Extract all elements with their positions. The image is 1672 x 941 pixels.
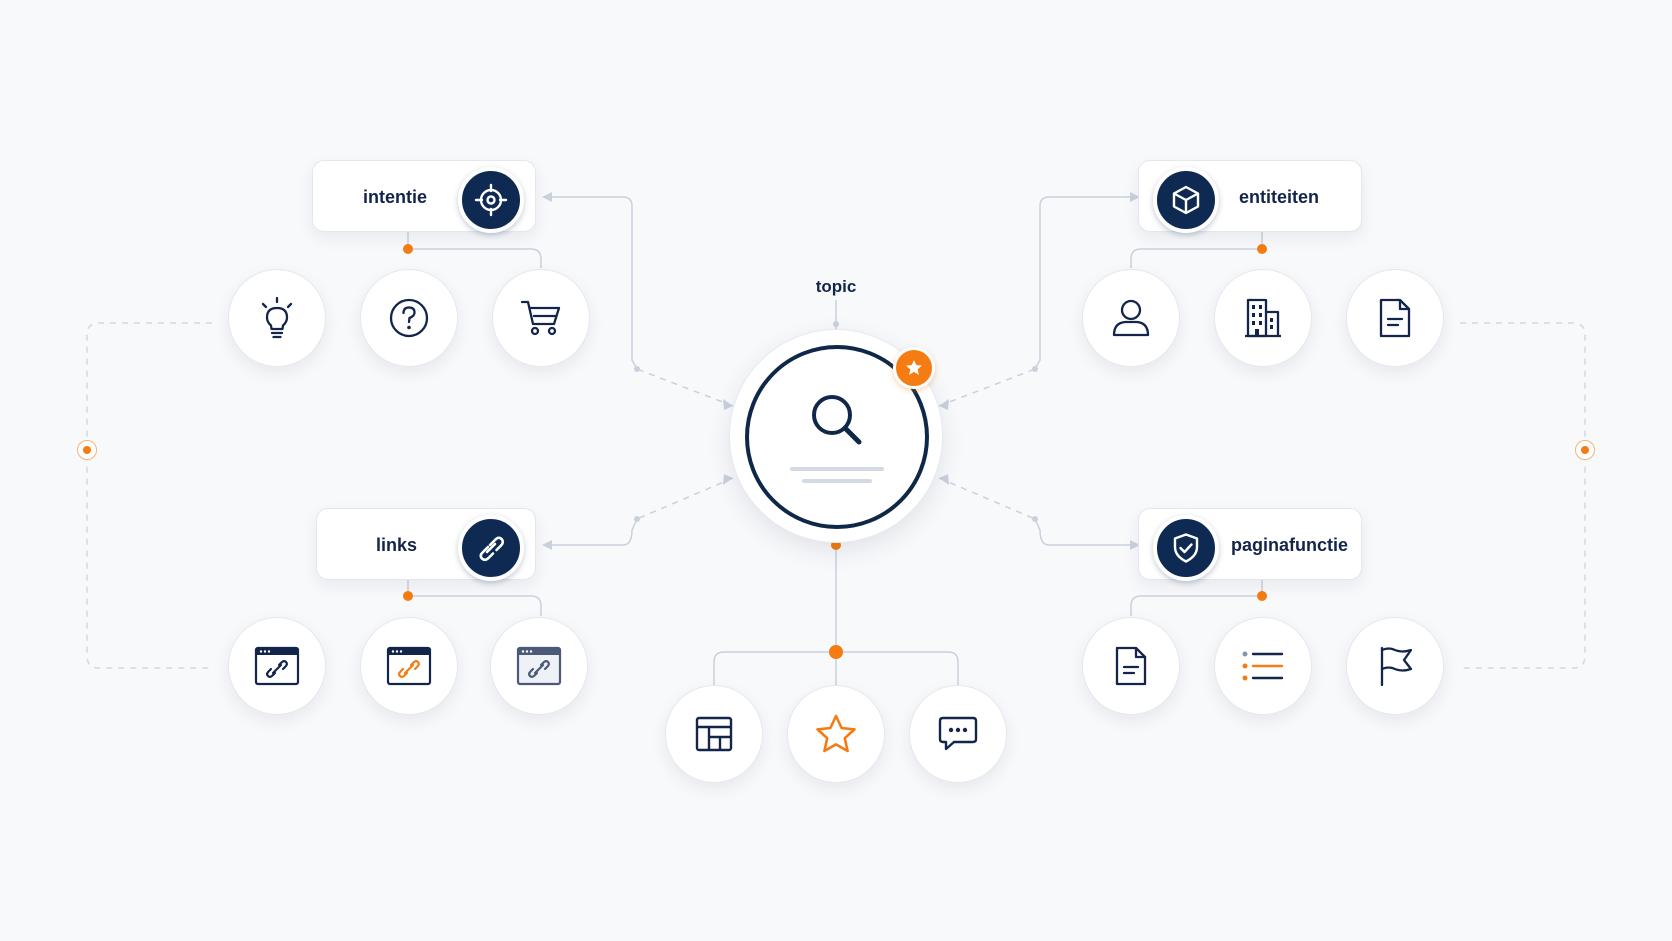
leaf-question[interactable] (360, 269, 458, 367)
browser-link-icon (386, 646, 432, 686)
leaf-list[interactable] (1214, 617, 1312, 715)
link-icon (458, 515, 524, 581)
category-card-links[interactable]: links (316, 508, 536, 581)
leaf-layout[interactable] (665, 685, 763, 783)
leaf-document[interactable] (1346, 269, 1444, 367)
category-card-intentie[interactable]: intentie (312, 160, 536, 233)
star-icon (906, 360, 922, 375)
layout-icon (695, 716, 733, 752)
flag-icon (1380, 646, 1413, 687)
leaf-cart[interactable] (492, 269, 590, 367)
shield-check-icon (1153, 515, 1219, 581)
leaf-organization[interactable] (1214, 269, 1312, 367)
leaf-internal-link[interactable] (228, 617, 326, 715)
category-card-paginafunctie[interactable]: paginafunctie (1138, 508, 1362, 581)
leaf-person[interactable] (1082, 269, 1180, 367)
category-card-entiteiten[interactable]: entiteiten (1138, 160, 1362, 233)
featured-badge (893, 347, 935, 389)
leaf-idea[interactable] (228, 269, 326, 367)
right-bracket-dot (1575, 440, 1595, 460)
shopping-cart-icon (520, 300, 561, 336)
category-label: intentie (363, 187, 428, 207)
leaf-comments[interactable] (909, 685, 1007, 783)
document-icon (1115, 646, 1147, 686)
list-icon (1242, 651, 1284, 681)
category-label: links (376, 535, 418, 555)
browser-link-icon (516, 646, 562, 686)
leaf-featured[interactable] (787, 685, 885, 783)
category-label: entiteiten (1239, 187, 1320, 207)
leaf-page-document[interactable] (1082, 617, 1180, 715)
cube-icon (1153, 167, 1219, 233)
chat-bubble-icon (938, 716, 978, 751)
question-circle-icon (389, 298, 429, 338)
hub-ring (745, 345, 929, 529)
browser-link-icon (254, 646, 300, 686)
hub-text-line (802, 479, 872, 483)
search-icon (812, 395, 862, 445)
leaf-highlighted-link[interactable] (360, 617, 458, 715)
hub-text-line (790, 467, 884, 471)
user-icon (1112, 299, 1150, 337)
leaf-goal[interactable] (1346, 617, 1444, 715)
target-icon (458, 167, 524, 233)
leaf-external-link[interactable] (490, 617, 588, 715)
lightbulb-icon (261, 296, 293, 339)
star-icon (816, 714, 856, 753)
hub-title: topic (815, 277, 857, 296)
building-icon (1245, 298, 1281, 338)
left-bracket-dot (77, 440, 97, 460)
document-icon (1379, 298, 1411, 338)
category-label: paginafunctie (1231, 535, 1349, 555)
